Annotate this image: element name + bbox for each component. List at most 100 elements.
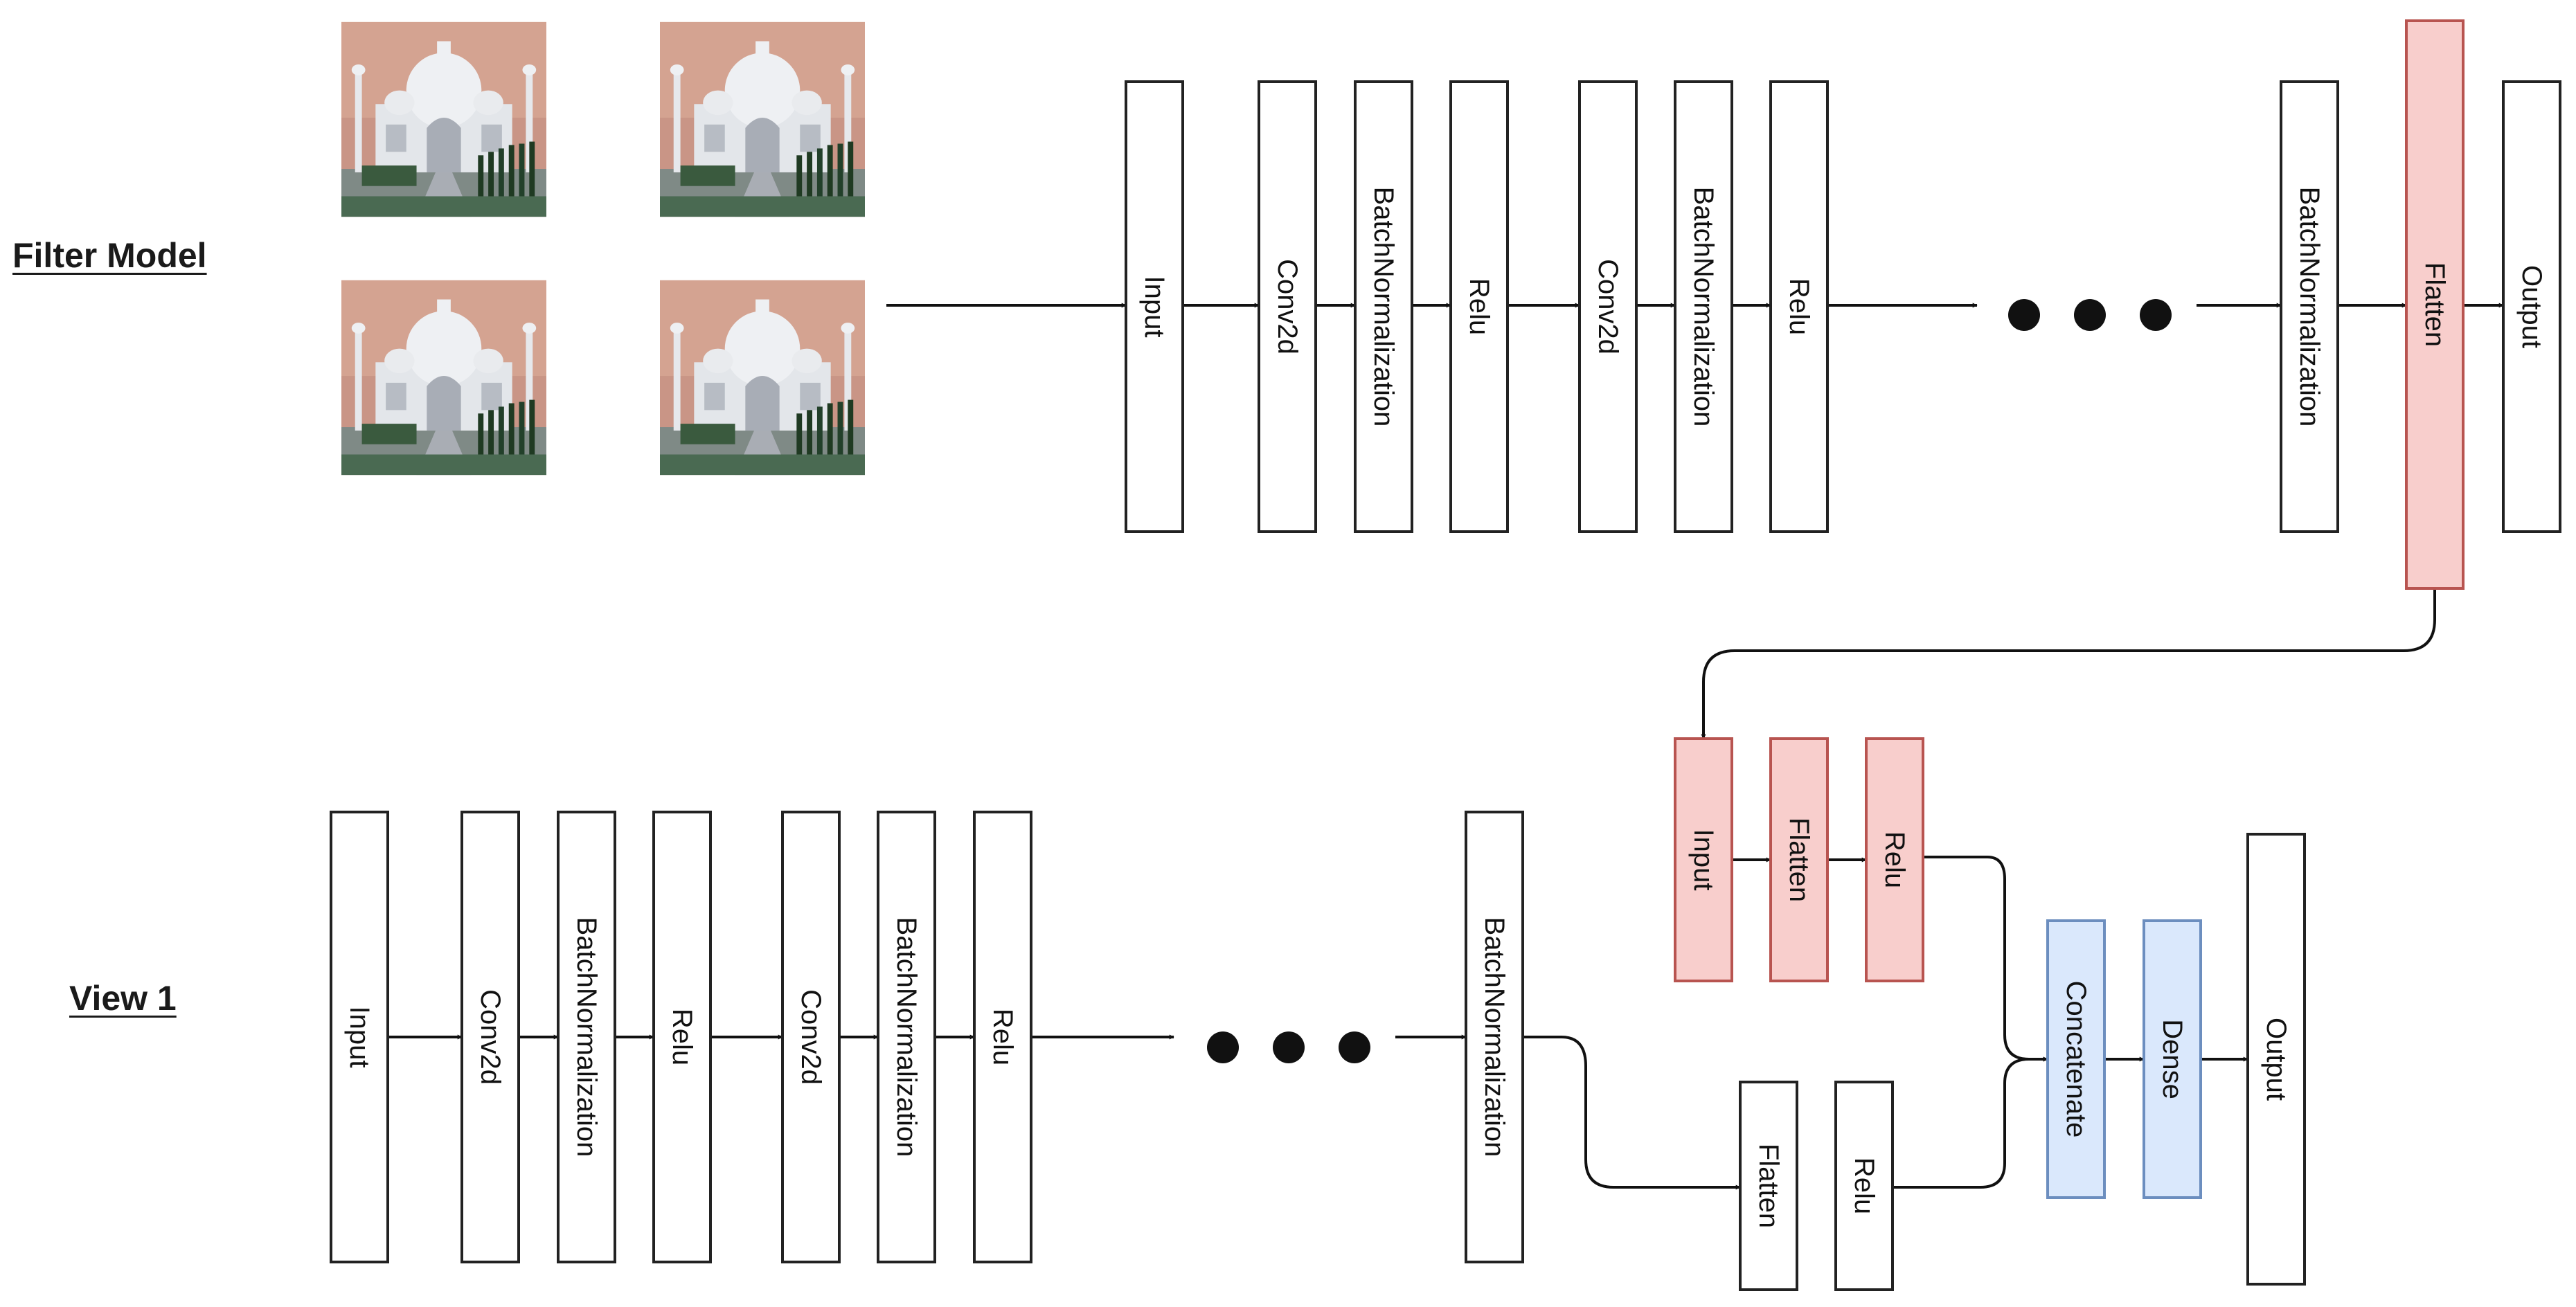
view1-layer-batchnormalization: BatchNormalization <box>877 811 936 1263</box>
view1-layer-relu-label: Relu <box>667 1009 697 1065</box>
filter-layer-input: Input <box>1125 80 1184 533</box>
filter-layer-output-box <box>2502 80 2561 533</box>
filter-layer-output-label: Output <box>2516 265 2547 348</box>
filter-branch-input: Input <box>1674 737 1733 982</box>
view1-layer-conv2d-box <box>460 811 520 1263</box>
filter-layer-conv2d-box <box>1258 80 1317 533</box>
filter-layer-batchnormalization: BatchNormalization <box>1354 80 1413 533</box>
head-output: Output <box>2246 833 2306 1286</box>
view1-layer-batchnormalization-box <box>557 811 616 1263</box>
filter-layer-input-label: Input <box>1139 276 1170 338</box>
head-concatenate-box <box>2046 919 2106 1199</box>
ellipsis-dot <box>2074 299 2106 331</box>
view-branch-flatten-label: Flatten <box>1753 1144 1784 1228</box>
batchnorm-to-flatten-arrow <box>1523 1036 1741 1190</box>
filter-layer-relu-label: Relu <box>1464 278 1494 335</box>
head-dense-box <box>2143 919 2202 1199</box>
filter-layer-conv2d: Conv2d <box>1258 80 1317 533</box>
view-relu-to-concatenate-arrow <box>1893 1056 2048 1189</box>
view1-layer-conv2d-label: Conv2d <box>475 989 506 1085</box>
view-branch-relu-box <box>1834 1081 1894 1291</box>
ellipsis-dot <box>2008 299 2040 331</box>
filter-layer-batchnormalization-box <box>1354 80 1413 533</box>
ellipsis-dot <box>1273 1031 1305 1063</box>
view1-layer-conv2d-box <box>781 811 841 1263</box>
view1-layer-relu-box <box>973 811 1032 1263</box>
filter-layer-flatten: Flatten <box>2405 19 2465 590</box>
taj-mahal-image <box>341 21 546 217</box>
connections <box>388 303 2504 1190</box>
filter-layer-batchnormalization-label: BatchNormalization <box>1368 187 1399 427</box>
filter-relu-to-concatenate-arrow <box>1923 856 2048 1062</box>
view1-layer-input-box <box>330 811 389 1263</box>
filter-layer-relu: Relu <box>1449 80 1509 533</box>
taj-mahal-image <box>660 21 865 217</box>
filter-branch-input-box <box>1674 737 1733 982</box>
view1-layer-relu-box <box>652 811 712 1263</box>
view1-ellipsis <box>1207 1031 1370 1063</box>
view1-layer-relu: Relu <box>652 811 712 1263</box>
view1-layer-batchnormalization-label: BatchNormalization <box>1479 917 1510 1157</box>
filter-branch-relu: Relu <box>1865 737 1924 982</box>
filter-layer-output: Output <box>2502 80 2561 533</box>
filter-layer-batchnormalization-box <box>1674 80 1733 533</box>
filter-layer-batchnormalization-label: BatchNormalization <box>1688 187 1719 427</box>
view1-layer-conv2d-label: Conv2d <box>796 989 826 1085</box>
head-dense-label: Dense <box>2157 1019 2188 1099</box>
head-output-label: Output <box>2261 1018 2291 1101</box>
filter-layer-conv2d: Conv2d <box>1578 80 1638 533</box>
head-concatenate: Concatenate <box>2046 919 2106 1199</box>
filter-model-title: Filter Model <box>12 236 207 275</box>
view1-layer-batchnormalization-box <box>877 811 936 1263</box>
view1-title: View 1 <box>69 979 177 1018</box>
filter-branch-flatten-label: Flatten <box>1784 818 1814 902</box>
view1-layer-batchnormalization-box <box>1465 811 1524 1263</box>
head-dense: Dense <box>2143 919 2202 1199</box>
taj-mahal-image <box>341 280 546 476</box>
view1-layer-relu: Relu <box>973 811 1032 1263</box>
view1-layer-input-label: Input <box>344 1007 375 1068</box>
view-branch-flatten: Flatten <box>1739 1081 1798 1291</box>
view1-layer-conv2d: Conv2d <box>460 811 520 1263</box>
flatten-to-filter-input-arrow <box>1701 588 2436 739</box>
view1-layer-batchnormalization: BatchNormalization <box>1465 811 1524 1263</box>
ellipsis-dot <box>1339 1031 1370 1063</box>
head-concatenate-label: Concatenate <box>2061 981 2091 1138</box>
filter-layer-flatten-box <box>2405 19 2465 590</box>
filter-layer-relu-box <box>1769 80 1829 533</box>
filter-layer-batchnormalization-label: BatchNormalization <box>2294 187 2325 427</box>
view1-layer-conv2d: Conv2d <box>781 811 841 1263</box>
view-branch-relu: Relu <box>1834 1081 1894 1291</box>
view1-layer-relu-label: Relu <box>987 1009 1018 1065</box>
filter-layer-relu-box <box>1449 80 1509 533</box>
filter-branch-relu-label: Relu <box>1879 831 1910 888</box>
filter-layer-batchnormalization: BatchNormalization <box>1674 80 1733 533</box>
input-images <box>341 21 865 476</box>
filter-layer-flatten-label: Flatten <box>2420 262 2450 347</box>
view-branch-flatten-box <box>1739 1081 1798 1291</box>
filter-branch-relu-box <box>1865 737 1924 982</box>
view1-layer-input: Input <box>330 811 389 1263</box>
filter-layer-relu-label: Relu <box>1784 278 1814 335</box>
filter-layer-conv2d-box <box>1578 80 1638 533</box>
filter-layer-relu: Relu <box>1769 80 1829 533</box>
view1-layer-batchnormalization-label: BatchNormalization <box>891 917 922 1157</box>
view1-layer-batchnormalization: BatchNormalization <box>557 811 616 1263</box>
filter-branch-input-label: Input <box>1688 829 1719 891</box>
filter-layer-input-box <box>1125 80 1184 533</box>
view-branch-relu-label: Relu <box>1849 1157 1879 1214</box>
view1-layer-batchnormalization-label: BatchNormalization <box>571 917 602 1157</box>
filter-ellipsis <box>2008 299 2172 331</box>
ellipsis-dot <box>1207 1031 1239 1063</box>
filter-layer-conv2d-label: Conv2d <box>1593 259 1623 354</box>
ellipsis-dot <box>2140 299 2172 331</box>
head-output-box <box>2246 833 2306 1286</box>
filter-branch-flatten-box <box>1769 737 1829 982</box>
filter-layer-batchnormalization-box <box>2280 80 2339 533</box>
filter-layer-conv2d-label: Conv2d <box>1272 259 1303 354</box>
taj-mahal-image <box>660 280 865 476</box>
filter-branch-flatten: Flatten <box>1769 737 1829 982</box>
filter-layer-batchnormalization: BatchNormalization <box>2280 80 2339 533</box>
